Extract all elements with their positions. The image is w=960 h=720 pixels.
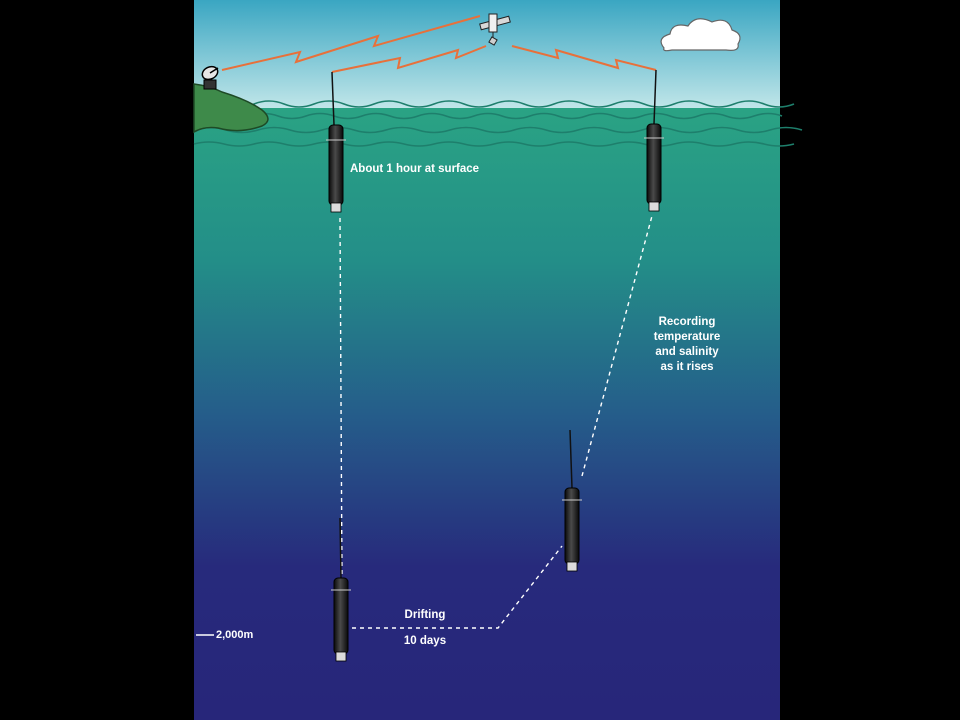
surface-waves — [193, 100, 803, 147]
drifting-label: Drifting — [404, 609, 446, 621]
depth-label: 2,000m — [216, 629, 254, 641]
drift-duration-label: 10 days — [403, 635, 447, 647]
rising-description-label: Recording temperature and salinity as it… — [630, 315, 744, 375]
rising-line-3: and salinity — [655, 346, 719, 358]
rising-line-2: temperature — [653, 331, 721, 343]
sea — [194, 108, 780, 720]
ground-antenna-icon — [201, 65, 219, 90]
satellite-icon — [479, 13, 511, 46]
sky — [194, 0, 780, 112]
rising-line-4: as it rises — [660, 361, 714, 373]
float-icon — [326, 71, 346, 213]
float-icon — [644, 69, 664, 212]
surface-duration-label: About 1 hour at surface — [350, 163, 480, 175]
float-trajectory — [339, 215, 653, 629]
radio-signals — [221, 15, 657, 73]
float-icon — [331, 517, 351, 662]
float-icon — [562, 429, 582, 572]
land — [193, 83, 269, 134]
rising-line-1: Recording — [658, 316, 716, 328]
cloud-icon — [660, 18, 741, 52]
